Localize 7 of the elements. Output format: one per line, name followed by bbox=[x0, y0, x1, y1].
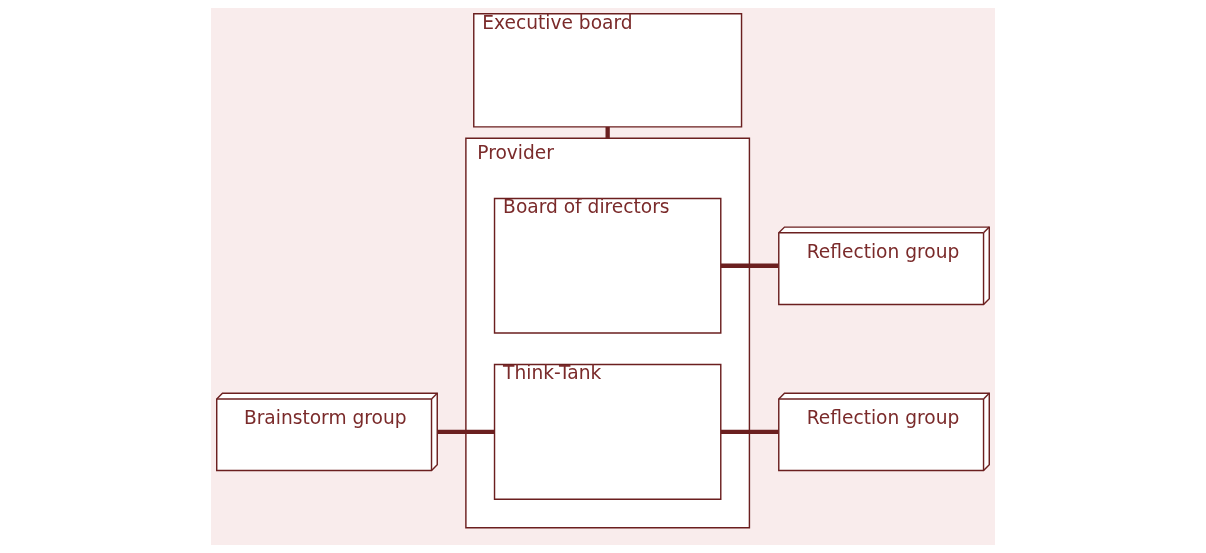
node-box: Executive board bbox=[473, 13, 743, 128]
connector bbox=[721, 263, 779, 268]
node-box: Think-Tank bbox=[493, 363, 722, 500]
connector bbox=[721, 429, 779, 434]
node-box: Board of directors bbox=[493, 197, 722, 334]
connector bbox=[437, 429, 495, 434]
connector bbox=[605, 126, 610, 139]
